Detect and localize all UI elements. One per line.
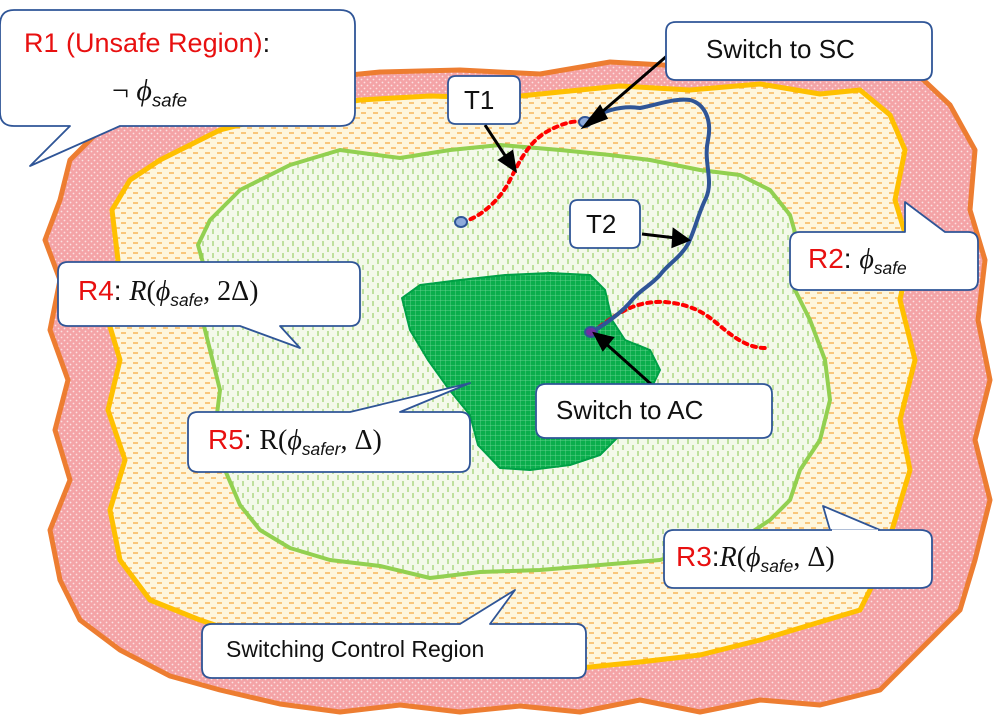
label-r1-formula: ¬ ϕsafe [112,74,187,112]
label-r1: R1 (Unsafe Region): [24,28,270,59]
label-r4: R4: R(ϕsafe, 2Δ) [78,275,258,311]
r1-phi: ϕ [136,74,152,107]
r5-r: R [259,425,279,456]
r3-tag: R3 [676,541,712,572]
r4-r: R [129,276,147,307]
callout-r4-box [57,261,361,349]
arrow-switch-sc [594,53,669,120]
r4-open-paren: ( [146,276,156,307]
r1-sub: safe [151,89,188,111]
arrow-t1-head [497,149,518,174]
r2-tag: R2 [808,243,844,274]
r2-sep: : [843,243,860,274]
label-r2: R2: ϕsafe [808,243,907,279]
r5-rest: , Δ) [340,425,382,456]
r2-phi: ϕ [859,244,874,275]
r4-rest: , 2Δ) [203,276,259,307]
r4-phi: ϕ [155,276,171,307]
arrow-switch-ac-head [592,331,615,352]
trajectory-t2 [583,97,711,334]
r3-sep: : [711,541,720,572]
callout-t2-box [569,199,641,249]
callout-switch-sc-box [665,21,933,81]
r3-open-paren: ( [736,542,747,573]
arrow-switch-ac [602,340,654,387]
label-switching-region: Switching Control Region [226,636,485,662]
r3-r: R [719,542,737,573]
r5-tag: R5 [208,424,244,455]
callout-r2-box [789,201,979,291]
label-switch-ac: Switch to AC [556,395,704,425]
r1-sep: : [262,28,271,58]
callout-t1-box [447,75,521,125]
r5-open-paren: ( [278,425,288,456]
callout-switching-region-box [201,589,587,679]
label-t2: T2 [586,209,617,239]
callout-r3-box [663,505,933,589]
r1-tag: R1 (Unsafe Region) [24,28,263,58]
start-point-t1 [454,216,468,228]
label-switch-sc: Switch to SC [706,34,855,64]
r4-sub: safe [170,290,204,311]
r4-tag: R4 [78,275,114,306]
r5-sub: safer [301,439,341,460]
r1-not-symbol: ¬ [112,74,137,107]
arrow-t2 [641,232,677,240]
arrow-t2-head [671,227,692,249]
callout-r5-box [187,382,471,473]
callout-r1-box [0,9,356,167]
r2-sub: safe [873,258,907,279]
r3-rest: , Δ) [793,542,835,573]
label-t1: T1 [464,85,495,115]
r3-sub: safe [760,556,794,577]
label-r5: R5: R(ϕsafer, Δ) [208,424,382,460]
arrow-t1 [483,124,510,161]
trajectory-t1 [460,119,587,224]
r5-phi: ϕ [287,425,302,456]
callout-switch-ac-box [535,383,773,439]
r4-sep: : [113,275,130,306]
label-r3: R3:R(ϕsafe, Δ) [676,541,835,577]
r3-phi: ϕ [746,542,761,573]
arrow-switch-sc-head [580,104,609,130]
r5-sep: : [243,424,260,455]
